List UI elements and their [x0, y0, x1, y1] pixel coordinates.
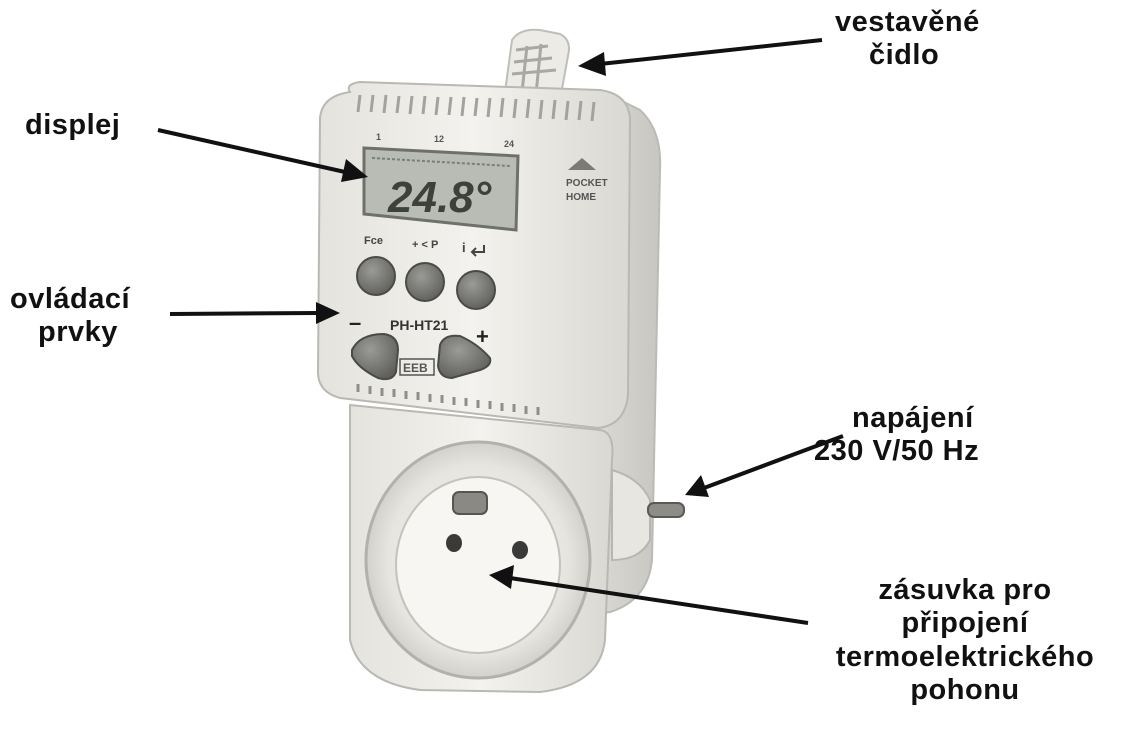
- bottom-vents: [356, 384, 540, 415]
- increase-button[interactable]: [436, 334, 492, 380]
- brand-line-1: POCKET: [566, 178, 608, 189]
- plus-symbol: +: [476, 324, 489, 349]
- label-built-in-sensor: vestavěné čidlo: [835, 6, 980, 72]
- label-display: displej: [25, 109, 121, 141]
- socket-hole-left: [446, 534, 462, 552]
- decrease-button[interactable]: [351, 332, 400, 381]
- built-in-sensor: [503, 28, 570, 102]
- program-button[interactable]: [405, 262, 445, 302]
- socket-hole-right: [512, 541, 528, 559]
- actuator-socket: [364, 440, 592, 680]
- top-vents: [356, 94, 596, 122]
- arrow-power: [685, 434, 844, 497]
- label-power: napájení 230 V/50 Hz: [814, 402, 980, 468]
- lcd-scale-start: 1: [376, 132, 381, 142]
- arrow-controls: [169, 302, 340, 324]
- lcd-temperature-reading: 24.8°: [387, 173, 492, 222]
- button-caption-info: i: [462, 240, 466, 255]
- minus-symbol: –: [349, 310, 361, 335]
- function-button[interactable]: [356, 256, 396, 296]
- label-socket: zásuvka pro připojení termoelektrického …: [835, 574, 1095, 707]
- enter-arrow-icon: [470, 245, 485, 257]
- maker-logo: EEB: [399, 358, 435, 376]
- lcd-scale-end: 24: [504, 139, 514, 149]
- arrow-socket: [489, 565, 809, 625]
- brand-line-2: HOME: [566, 192, 596, 203]
- lcd-scale-mid: 12: [434, 134, 444, 144]
- brand-logo: POCKET HOME: [566, 158, 608, 203]
- svg-text:EEB: EEB: [403, 361, 428, 375]
- info-enter-button[interactable]: [456, 270, 496, 310]
- power-plug-pin: [611, 468, 685, 562]
- arrow-display: [157, 128, 368, 182]
- callout-arrows: [157, 38, 844, 625]
- label-controls: ovládací prvky: [10, 283, 131, 349]
- earth-pin: [452, 491, 488, 515]
- button-caption-fce: Fce: [364, 235, 383, 247]
- arrow-sensor: [578, 38, 823, 76]
- model-label: PH-HT21: [390, 317, 449, 333]
- button-caption-prog: + < P: [412, 239, 438, 251]
- lcd-display: 24.8°: [362, 146, 520, 232]
